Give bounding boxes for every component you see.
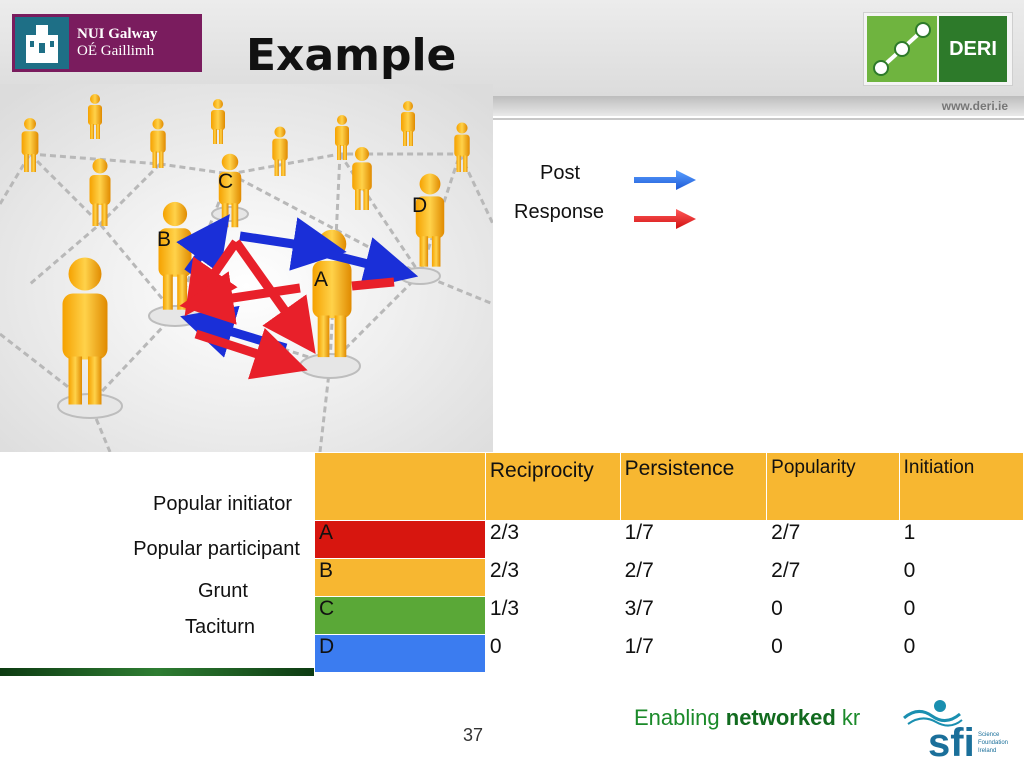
slogan-part2: networked <box>725 705 836 730</box>
cell-persistence: 2/7 <box>619 558 768 597</box>
table-row: B 2/3 2/7 2/7 0 <box>314 558 1024 597</box>
sfi-wave-icon <box>903 710 961 722</box>
metrics-table: Reciprocity Persistence Popularity Initi… <box>314 452 1024 673</box>
response-arrow-a-b <box>179 271 301 325</box>
page-number: 37 <box>463 725 484 745</box>
nui-name: NUI Galway <box>77 25 158 42</box>
deri-chain-icon <box>867 16 937 82</box>
cell-initiation: 0 <box>898 558 1024 597</box>
cell-initiation: 0 <box>898 634 1024 673</box>
cell-persistence: 3/7 <box>619 596 768 635</box>
legend-response-label: Response <box>514 201 605 223</box>
node-label-c: C <box>218 170 233 193</box>
sfi-sub2: Foundation <box>978 740 1008 746</box>
nui-galway-logo: NUI Galway OÉ Gaillimh <box>12 14 202 72</box>
cell-initiation: 1 <box>898 520 1024 559</box>
response-arrow-c-a <box>232 239 316 355</box>
slogan-part1: Enabling <box>634 705 726 730</box>
table-row: D 0 1/7 0 0 <box>314 634 1024 673</box>
node-label-d: D <box>412 194 427 217</box>
row-label-cell: A <box>314 520 486 559</box>
slide-title: Example <box>246 30 457 81</box>
cell-initiation: 0 <box>898 596 1024 635</box>
legend-post-label: Post <box>540 162 581 184</box>
header-rule <box>493 96 1024 116</box>
node-figure-d <box>415 173 445 267</box>
sfi-sub1: Science <box>978 732 1000 738</box>
cell-persistence: 1/7 <box>619 520 768 559</box>
header-initiation: Initiation <box>898 452 1024 521</box>
table-header-blank <box>314 452 486 521</box>
row-label-taciturn: Taciturn <box>184 616 255 638</box>
cell-reciprocity: 2/3 <box>484 520 621 559</box>
sfi-label: sfi <box>928 721 975 764</box>
decorative-strip <box>0 668 314 676</box>
sfi-logo: sfi Science Foundation Ireland <box>903 700 1008 764</box>
cell-persistence: 1/7 <box>619 634 768 673</box>
row-label-cell: D <box>314 634 486 673</box>
legend-post-arrow-icon <box>634 170 696 190</box>
cell-popularity: 0 <box>766 596 900 635</box>
cell-reciprocity: 0 <box>484 634 621 673</box>
sfi-sub3: Ireland <box>978 748 996 754</box>
social-network-illustration: C B D A <box>0 84 493 452</box>
cell-reciprocity: 2/3 <box>484 558 621 597</box>
legend-response-arrow-icon <box>634 209 696 229</box>
header-popularity: Popularity <box>766 452 900 521</box>
row-label-grunt: Grunt <box>197 580 248 602</box>
table-row: A 2/3 1/7 2/7 1 <box>314 520 1024 559</box>
node-label-b: B <box>157 228 171 251</box>
row-label-cell: C <box>314 596 486 635</box>
deri-url: www.deri.ie <box>941 99 1008 113</box>
header-reciprocity: Reciprocity <box>484 452 621 521</box>
post-arrow-c-a <box>239 217 347 271</box>
deri-label: DERI <box>939 16 1007 82</box>
table-header-row: Reciprocity Persistence Popularity Initi… <box>314 452 1024 521</box>
header-persistence: Persistence <box>619 452 768 521</box>
cell-popularity: 2/7 <box>766 520 900 559</box>
footer-slogan: Enabling networked kr <box>634 705 896 731</box>
header-rule-line <box>493 118 1024 120</box>
row-label-popular-participant: Popular participant <box>133 538 300 560</box>
row-label-popular-initiator: Popular initiator <box>153 493 292 515</box>
cell-reciprocity: 1/3 <box>484 596 621 635</box>
row-label-cell: B <box>314 558 486 597</box>
nui-crest-icon <box>15 17 69 69</box>
post-arrow-a-d <box>326 237 419 290</box>
nui-irish-name: OÉ Gaillimh <box>77 43 155 59</box>
table-row: C 1/3 3/7 0 0 <box>314 596 1024 635</box>
deri-logo: DERI <box>863 12 1013 86</box>
cell-popularity: 2/7 <box>766 558 900 597</box>
response-arrow-d-a <box>351 277 395 291</box>
response-arrow-b-a <box>194 327 308 380</box>
cell-popularity: 0 <box>766 634 900 673</box>
slogan-part3: kr <box>835 705 861 730</box>
node-label-a: A <box>314 268 328 291</box>
